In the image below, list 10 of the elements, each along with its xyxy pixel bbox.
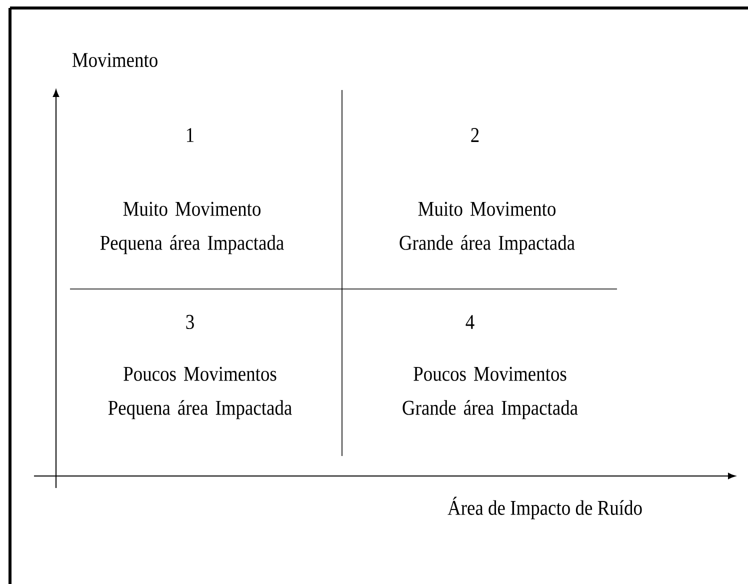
quadrant-text: Muito Movimento Pequena área Impactada (100, 202, 284, 254)
quadrant-text: Poucos Movimentos Grande área Impactada (402, 366, 578, 420)
axis-title: Movimento (72, 52, 158, 68)
quadrant-number: 4 (466, 315, 474, 329)
axis-title: Área de Impacto de Ruído (448, 496, 642, 520)
quadrant-number: 1 (187, 128, 194, 142)
quadrant-number: 2 (471, 128, 479, 142)
quadrant-text: Poucos Movimentos Pequena área Impactada (108, 366, 292, 420)
quadrant-text: Muito Movimento Grande área Impactada (400, 202, 575, 254)
quadrant-number: 3 (186, 314, 194, 330)
